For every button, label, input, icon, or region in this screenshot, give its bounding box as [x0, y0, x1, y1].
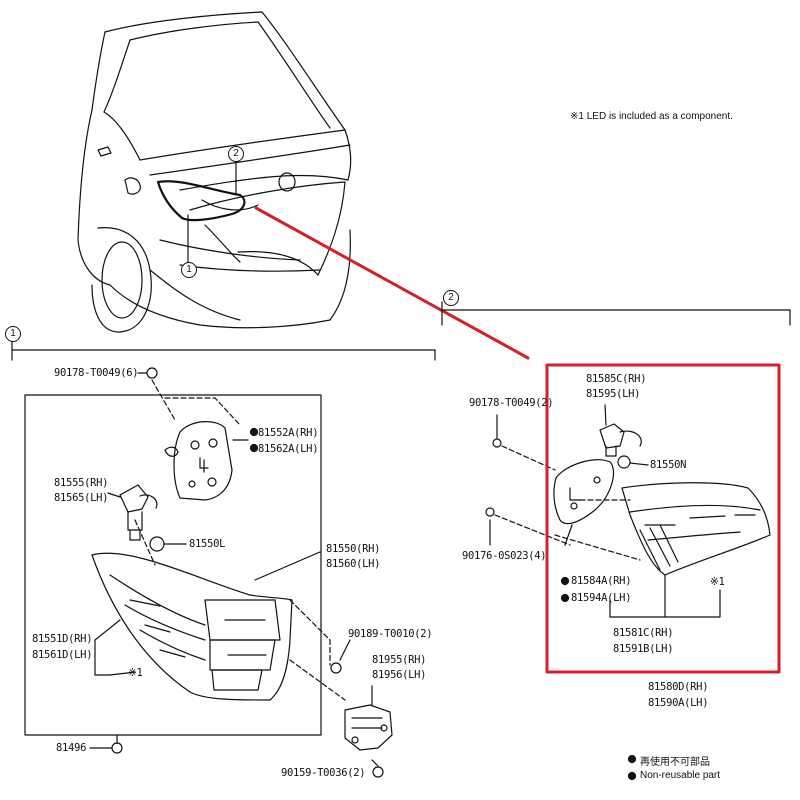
label-81552a: 81552A(RH): [258, 427, 319, 439]
label-81580d: 81580D(RH): [648, 681, 709, 693]
car-rear-view: [77, 11, 352, 333]
label-81550: 81550(RH): [326, 543, 381, 555]
label-81591b: 81591B(LH): [613, 643, 674, 655]
label-81560: 81560(LH): [326, 558, 381, 570]
label-mark-1-section1: ※1: [128, 667, 143, 679]
label-81550l: 81550L: [189, 538, 226, 550]
legend-japanese: 再使用不可部品: [640, 757, 710, 768]
label-90189: 90189-T0010(2): [348, 628, 433, 640]
label-81585c: 81585C(RH): [586, 373, 647, 385]
label-81594a: 81594A(LH): [571, 592, 632, 604]
label-mark-1-section2: ※1: [710, 576, 725, 588]
label-81496: 81496: [56, 742, 87, 754]
label-81956: 81956(LH): [372, 669, 427, 681]
label-81581c: 81581C(RH): [613, 627, 674, 639]
label-81550n: 81550N: [650, 459, 687, 471]
label-81555: 81555(RH): [54, 477, 109, 489]
callout-2-section: 2: [443, 290, 459, 306]
label-90159: 90159-T0036(2): [281, 767, 366, 779]
label-90178-t0049-6: 90178-T0049(6): [54, 367, 139, 379]
legend-english: Non-reusable part: [640, 770, 721, 781]
callout-2-car: 2: [228, 146, 244, 162]
label-81584a: 81584A(RH): [571, 575, 632, 587]
label-90178-t0049-2: 90178-T0049(2): [469, 397, 554, 409]
label-81565: 81565(LH): [54, 492, 109, 504]
label-81590a: 81590A(LH): [648, 697, 709, 709]
label-90176: 90176-0S023(4): [462, 550, 547, 562]
callout-1-car: 1: [181, 262, 197, 278]
label-81551d: 81551D(RH): [32, 633, 93, 645]
label-81595: 81595(LH): [586, 388, 641, 400]
led-note: ※1 LED is included as a component.: [570, 111, 733, 122]
label-81561d: 81561D(LH): [32, 649, 93, 661]
callout-1-section: 1: [5, 326, 21, 342]
label-81562a: 81562A(LH): [258, 443, 319, 455]
label-81955: 81955(RH): [372, 654, 427, 666]
